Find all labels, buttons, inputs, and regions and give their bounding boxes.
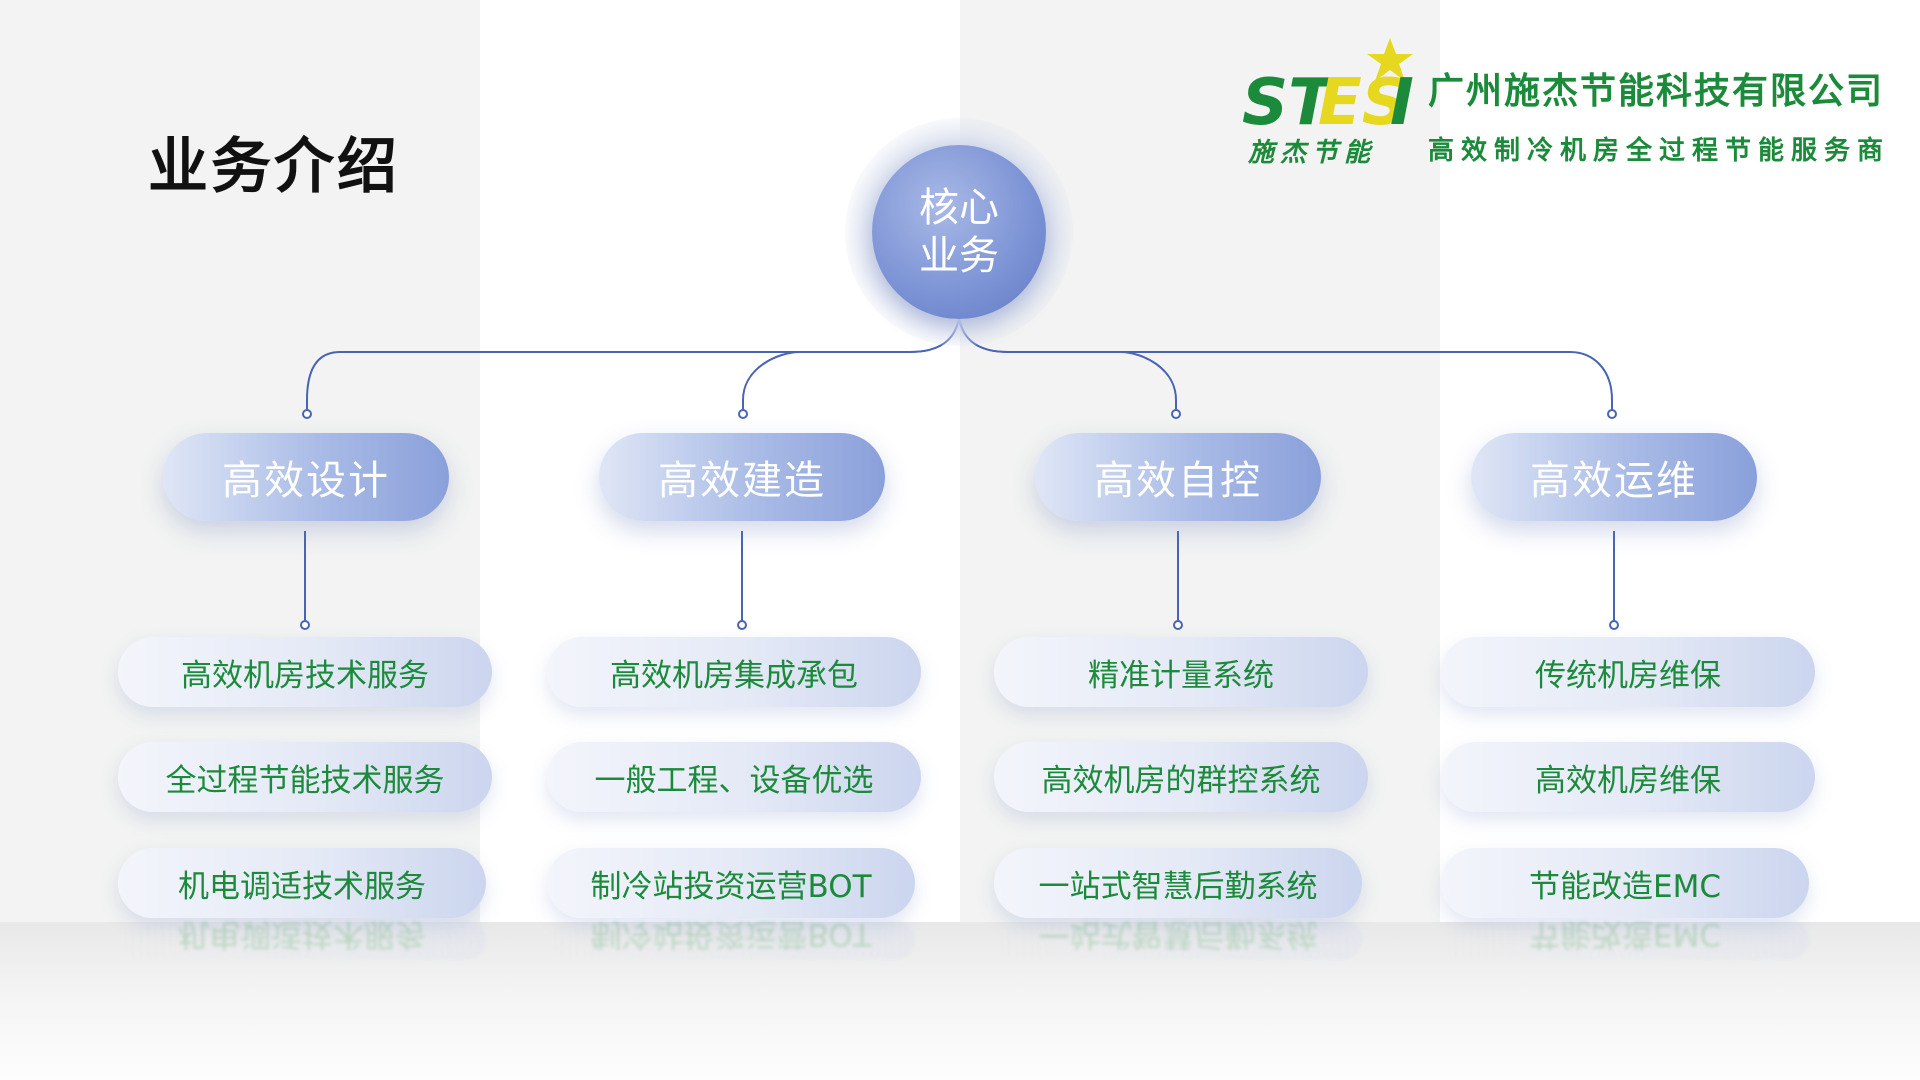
stesi-logo-icon: ST ES I <box>1242 38 1414 136</box>
list-item-reflection: 制冷站投资运营BOT <box>547 920 915 960</box>
list-item: 高效机房维保 <box>1441 742 1815 812</box>
company-name: 广州施杰节能科技有限公司 <box>1428 71 1885 112</box>
category-self-control: 高效自控 <box>1035 433 1321 521</box>
logo-subtext: 施杰节能 <box>1248 138 1377 168</box>
list-item: 高效机房集成承包 <box>547 637 921 707</box>
list-item: 全过程节能技术服务 <box>118 742 492 812</box>
floor-reflection-area <box>0 922 1920 1080</box>
list-item-reflection: 一站式智慧后勤系统 <box>994 920 1362 960</box>
core-business-node: 核心 业务 <box>872 145 1046 319</box>
svg-text:ES: ES <box>1318 66 1408 136</box>
svg-text:I: I <box>1390 66 1414 136</box>
core-label-line1: 核心 <box>919 185 999 231</box>
list-item: 高效机房技术服务 <box>118 637 492 707</box>
page-title: 业务介绍 <box>148 132 400 202</box>
category-design: 高效设计 <box>163 433 449 521</box>
list-item: 传统机房维保 <box>1441 637 1815 707</box>
list-item: 机电调适技术服务 <box>118 848 486 918</box>
category-operation: 高效运维 <box>1471 433 1757 521</box>
list-item: 一站式智慧后勤系统 <box>994 848 1362 918</box>
list-item: 节能改造EMC <box>1441 848 1809 918</box>
list-item: 精准计量系统 <box>994 637 1368 707</box>
core-label-line2: 业务 <box>919 233 999 279</box>
list-item-reflection: 机电调适技术服务 <box>118 920 486 960</box>
list-item-reflection: 节能改造EMC <box>1441 920 1809 960</box>
list-item: 制冷站投资运营BOT <box>547 848 915 918</box>
company-logo: ST ES I 施杰节能 广州施杰节能科技有限公司 高效制冷机房全过程节能服务商 <box>1240 36 1890 176</box>
svg-text:ST: ST <box>1242 66 1336 136</box>
list-item: 高效机房的群控系统 <box>994 742 1368 812</box>
company-tagline: 高效制冷机房全过程节能服务商 <box>1428 136 1891 166</box>
list-item: 一般工程、设备优选 <box>547 742 921 812</box>
category-construction: 高效建造 <box>599 433 885 521</box>
